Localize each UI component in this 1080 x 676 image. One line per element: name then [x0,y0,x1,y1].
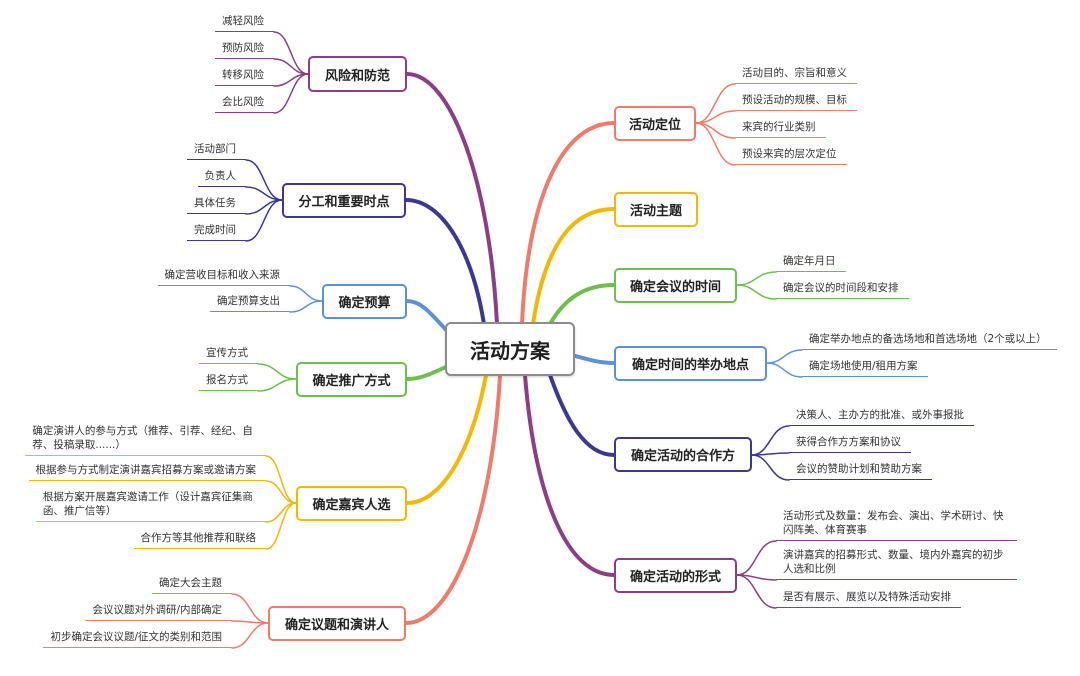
subtopic-topics-speakers-2: 会议议题对外调研/内部确定 [85,603,232,621]
subconnector-promotion-2 [257,378,297,392]
connector-activity-theme [531,207,616,326]
subtopic-risk-prevention-1: 减轻风险 [215,14,274,32]
subconnector-promotion-1 [257,363,297,380]
subtopic-partners-1: 决策人、主办方的批准、或外事报批 [789,408,974,426]
connectors-topics-speakers [231,373,502,649]
connector-activity-positioning [520,121,616,326]
subconnector-activity-format-1 [736,540,777,576]
subtopic-activity-positioning-2: 预设活动的规模、目标 [735,93,857,111]
subconnector-activity-positioning-1 [695,83,736,124]
subconnector-activity-format-3 [736,574,777,609]
connectors-activity-theme [531,207,616,326]
connectors-activity-positioning [520,83,736,326]
subtopic-guest-selection-4: 合作方等其他推荐和联络 [133,531,266,549]
subtopic-budget-2: 确定预算支出 [210,294,290,312]
subconnector-partners-1 [751,425,790,456]
subtopic-venue-1: 确定举办地点的备选场地和首选场地（2个或以上） [802,332,1057,350]
subconnector-division-milestones-1 [245,159,283,201]
subtopic-activity-format-2: 演讲嘉宾的招募形式、数量、境内外嘉宾的初步人选和比例 [776,548,1017,580]
subtopic-division-milestones-2: 负责人 [197,169,246,187]
branch-budget: 确定预算 [322,284,407,319]
subconnector-risk-prevention-1 [273,31,309,75]
subconnector-budget-2 [289,300,323,313]
subtopic-division-milestones-3: 具体任务 [187,196,246,214]
subtopic-activity-positioning-4: 预设来宾的层次定位 [735,147,847,165]
branch-guest-selection: 确定嘉宾人选 [296,486,407,521]
subtopic-partners-2: 获得合作方方案和协议 [789,435,911,453]
connector-risk-prevention [405,72,499,326]
subconnector-guest-selection-3 [265,502,297,523]
connectors-promotion [257,363,450,392]
subconnector-meeting-time-1 [736,271,777,286]
subtopic-activity-format-1: 活动形式及数量：发布会、演出、学术研讨、快闪阵美、体育赛事 [776,509,1017,541]
subconnector-venue-2 [766,362,803,378]
branch-activity-format: 确定活动的形式 [614,558,737,593]
connectors-activity-format [523,373,777,609]
subtopic-meeting-time-2: 确定会议的时间段和安排 [776,281,909,299]
subtopic-partners-3: 会议的赞助计划和赞助方案 [789,462,932,480]
connector-topics-speakers [404,373,502,625]
connector-guest-selection [405,373,488,505]
subtopic-activity-positioning-1: 活动目的、宗旨和意义 [735,66,857,84]
subtopic-division-milestones-4: 完成时间 [187,223,246,241]
subtopic-risk-prevention-4: 会比风险 [215,95,274,113]
connector-budget [405,299,450,334]
connectors-guest-selection [265,373,488,550]
subtopic-risk-prevention-3: 转移风险 [215,68,274,86]
connector-division-milestones [404,198,486,326]
subtopic-activity-positioning-3: 来宾的行业类别 [735,120,826,138]
subconnector-division-milestones-4 [245,199,283,242]
connector-venue [570,353,616,365]
subtopic-budget-1: 确定营收目标和收入来源 [157,268,290,286]
subtopic-division-milestones-1: 活动部门 [187,142,246,160]
branch-risk-prevention: 风险和防范 [308,56,407,92]
connectors-division-milestones [245,159,486,326]
subtopic-promotion-2: 报名方式 [199,373,258,391]
subtopic-venue-2: 确定场地使用/租用方案 [802,359,928,377]
connectors-venue [570,349,803,378]
branch-activity-positioning: 活动定位 [614,106,696,141]
subconnector-partners-3 [751,454,790,481]
branch-division-milestones: 分工和重要时点 [282,183,406,218]
subtopic-meeting-time-1: 确定年月日 [776,254,846,272]
subtopic-guest-selection-1: 确定演讲人的参与方式（推荐、引荐、经纪、自荐、投稿录取......） [25,424,266,456]
subtopic-activity-format-3: 是否有展示、展览以及特殊活动安排 [776,590,961,608]
connector-meeting-time [548,283,616,326]
subconnector-risk-prevention-4 [273,73,309,114]
branch-venue: 确定时间的举办地点 [614,346,767,381]
subtopic-risk-prevention-2: 预防风险 [215,41,274,59]
connectors-risk-prevention [273,31,499,326]
connectors-meeting-time [548,271,777,326]
subconnector-topics-speakers-1 [231,593,269,624]
connector-promotion [405,364,450,381]
connectors-partners [548,373,790,481]
subtopic-guest-selection-2: 根据参与方式制定演讲嘉宾招募方案或邀请方案 [28,463,266,481]
subconnector-activity-positioning-4 [695,122,736,166]
subtopic-topics-speakers-3: 初步确定会议议题/征文的类别和范围 [43,630,232,648]
connectors-budget [289,285,450,334]
subconnector-venue-1 [766,349,803,364]
subconnector-guest-selection-1 [265,455,297,504]
subconnector-budget-1 [289,285,323,302]
subtopic-guest-selection-3: 根据方案开展嘉宾邀请工作（设计嘉宾征集商函、推广信等） [35,490,266,522]
branch-activity-theme: 活动主题 [614,192,698,227]
subtopic-promotion-1: 宣传方式 [199,346,258,364]
subconnector-topics-speakers-3 [231,622,269,649]
branch-topics-speakers: 确定议题和演讲人 [268,606,406,641]
central-topic: 活动方案 [445,322,575,376]
branch-meeting-time: 确定会议的时间 [614,268,737,303]
subconnector-guest-selection-4 [265,502,297,550]
subtopic-topics-speakers-1: 确定大会主题 [152,576,232,594]
branch-partners: 确定活动的合作方 [614,437,752,472]
subconnector-meeting-time-2 [736,284,777,300]
connector-partners [548,373,616,457]
connector-activity-format [523,373,616,577]
subconnector-guest-selection-2 [265,480,297,504]
branch-promotion: 确定推广方式 [296,362,407,397]
